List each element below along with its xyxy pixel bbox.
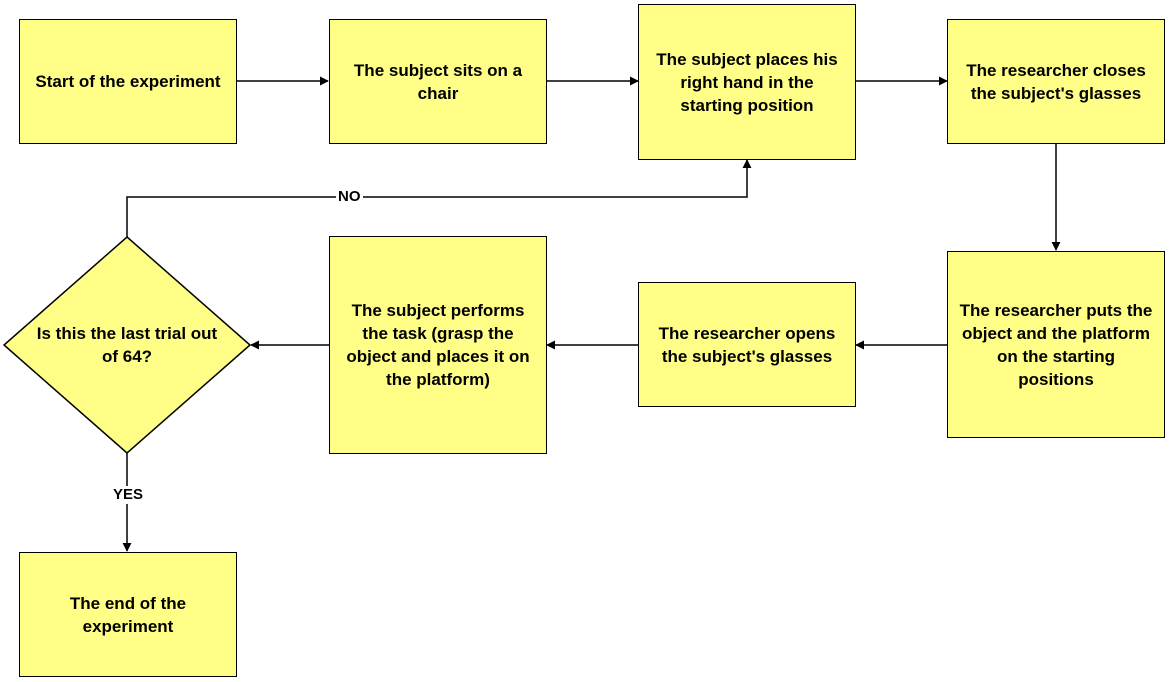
edge-label-yes: YES: [111, 486, 146, 504]
arrow-decision-no-loop: [126, 159, 752, 237]
node-subject-sits: The subject sits on a chair: [329, 19, 547, 144]
edge-label-no: NO: [336, 188, 363, 206]
node-right-hand-position: The subject places his right hand in the…: [638, 4, 856, 160]
node-researcher-opens-glasses: The researcher opens the subject's glass…: [638, 282, 856, 407]
node-researcher-puts-object: The researcher puts the object and the p…: [947, 251, 1165, 438]
node-decision-label: Is this the last trial out of 64?: [36, 324, 218, 366]
node-end: The end of the experiment: [19, 552, 237, 677]
node-subject-performs-task: The subject performs the task (grasp the…: [329, 236, 547, 454]
node-start: Start of the experiment: [19, 19, 237, 144]
node-researcher-closes-glasses: The researcher closes the subject's glas…: [947, 19, 1165, 144]
